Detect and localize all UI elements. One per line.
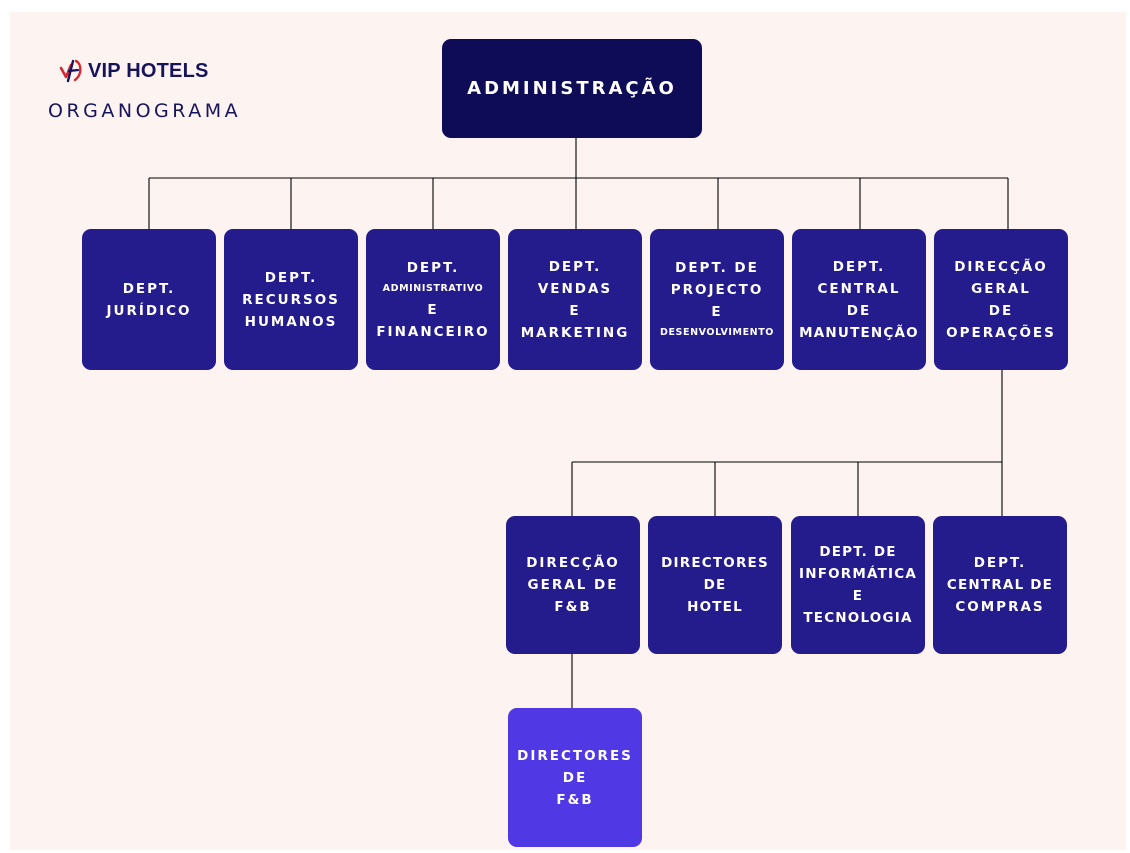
node-label: JURÍDICO	[106, 302, 192, 319]
node-dept-administrativo-financeiro: DEPT. ADMINISTRATIVO E FINANCEIRO	[366, 229, 500, 370]
node-label: DEPT. DE	[675, 259, 759, 276]
node-label: MARKETING	[520, 324, 630, 341]
vip-hotels-logo-icon	[59, 59, 82, 83]
node-label: DE	[988, 302, 1014, 319]
node-dept-vendas-marketing: DEPT. VENDAS E MARKETING	[508, 229, 642, 370]
node-label: DESENVOLVIMENTO	[659, 326, 774, 338]
node-label: DIRECTORES	[517, 747, 633, 764]
node-label: DE	[703, 577, 727, 593]
node-label: DIRECÇÃO	[954, 258, 1048, 275]
node-label: HOTEL	[687, 599, 743, 615]
node-label: DEPT.	[122, 280, 176, 297]
node-label: DIRECÇÃO	[526, 555, 620, 571]
node-label: INFORMÁTICA	[798, 566, 918, 582]
brand-name: VIP HOTELS	[88, 59, 209, 82]
node-label: E	[711, 303, 723, 320]
node-label: VENDAS	[537, 280, 613, 297]
node-label: CENTRAL	[817, 280, 901, 297]
node-direccao-geral-operacoes: DIRECÇÃO GERAL DE OPERAÇÕES	[934, 229, 1068, 370]
node-label: F&B	[554, 599, 592, 615]
node-dept-central-compras: DEPT. CENTRAL DE COMPRAS	[933, 516, 1067, 654]
node-label: E	[852, 588, 864, 604]
node-label: DEPT.	[548, 258, 602, 275]
node-label: DEPT.	[832, 258, 886, 275]
node-label: DEPT.	[973, 555, 1027, 571]
node-label: CENTRAL DE	[946, 577, 1054, 593]
node-directores-hotel: DIRECTORES DE HOTEL	[648, 516, 782, 654]
node-label: DE	[562, 769, 588, 786]
connector-lines	[148, 138, 1009, 708]
node-label: PROJECTO	[670, 281, 764, 298]
node-dept-central-manutencao: DEPT. CENTRAL DE MANUTENÇÃO	[792, 229, 926, 370]
node-label: DEPT.	[264, 269, 318, 286]
node-direccao-geral-fb: DIRECÇÃO GERAL DE F&B	[506, 516, 640, 654]
node-dept-informatica-tecnologia: DEPT. DE INFORMÁTICA E TECNOLOGIA	[791, 516, 925, 654]
node-label: DIRECTORES	[661, 555, 769, 571]
node-label: F&B	[556, 791, 594, 808]
node-dept-projecto-desenvolvimento: DEPT. DE PROJECTO E DESENVOLVIMENTO	[650, 229, 784, 370]
node-label: ADMINISTRAÇÃO	[467, 78, 677, 99]
node-label: RECURSOS	[242, 291, 340, 308]
node-label: COMPRAS	[955, 599, 1045, 615]
node-label: E	[569, 302, 581, 319]
node-label: HUMANOS	[244, 313, 338, 330]
node-label: DEPT. DE	[819, 544, 897, 560]
node-label: ADMINISTRATIVO	[382, 282, 484, 294]
node-label: E	[427, 301, 439, 318]
node-label: GERAL DE	[527, 577, 619, 593]
brand: VIP HOTELS	[58, 58, 209, 84]
node-label: DEPT.	[406, 259, 460, 276]
node-label: MANUTENÇÃO	[799, 324, 919, 341]
node-label: OPERAÇÕES	[946, 324, 1056, 341]
node-administracao: ADMINISTRAÇÃO	[442, 39, 702, 138]
node-label: GERAL	[971, 280, 1031, 297]
node-label: DE	[846, 302, 872, 319]
node-directores-fb: DIRECTORES DE F&B	[508, 708, 642, 847]
node-dept-juridico: DEPT. JURÍDICO	[82, 229, 216, 370]
organogram-canvas: VIP HOTELS ORGANOGRAMA ADMINISTRAÇÃO DEP…	[10, 12, 1126, 850]
page-title: ORGANOGRAMA	[48, 100, 242, 122]
node-dept-recursos-humanos: DEPT. RECURSOS HUMANOS	[224, 229, 358, 370]
node-label: TECNOLOGIA	[803, 610, 913, 626]
node-label: FINANCEIRO	[376, 323, 490, 340]
